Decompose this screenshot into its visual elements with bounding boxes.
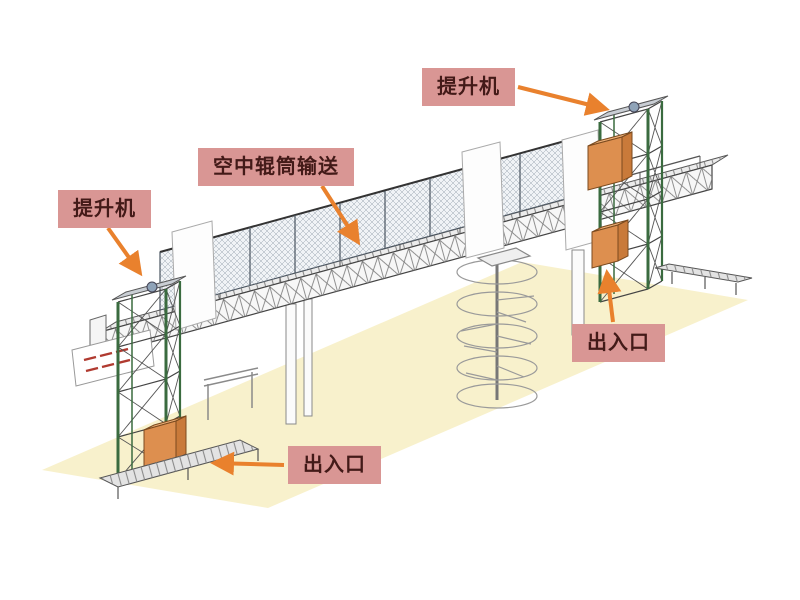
annotation-arrows <box>106 85 622 476</box>
arrow-lifter-right <box>517 85 610 116</box>
wind-panels <box>171 129 603 331</box>
label-aerial-roller-conveyor: 空中辊筒输送 <box>198 148 354 186</box>
arrow-lifter-left <box>106 226 143 277</box>
right-lifter-tower <box>587 95 753 303</box>
label-entrance-exit-left: 出入口 <box>288 446 381 484</box>
cargo-box-right-top <box>587 131 633 191</box>
cargo-box-right-mid <box>591 219 629 269</box>
left-tower-cap <box>111 275 187 301</box>
sign-board <box>71 329 155 387</box>
wind-panel-middle <box>461 141 505 259</box>
exit-conveyor-right <box>654 263 753 295</box>
support-bench <box>203 367 259 420</box>
label-entrance-exit-right: 出入口 <box>572 324 665 362</box>
label-lifter-right: 提升机 <box>422 68 515 106</box>
arrow-conveyor <box>320 184 361 246</box>
cargo-box-left <box>143 415 187 469</box>
label-lifter-left: 提升机 <box>58 190 151 228</box>
spiral-staircase <box>456 247 538 409</box>
arrow-exit-left <box>210 451 285 476</box>
arrow-exit-right <box>597 269 622 323</box>
wind-panel-left <box>171 220 217 331</box>
